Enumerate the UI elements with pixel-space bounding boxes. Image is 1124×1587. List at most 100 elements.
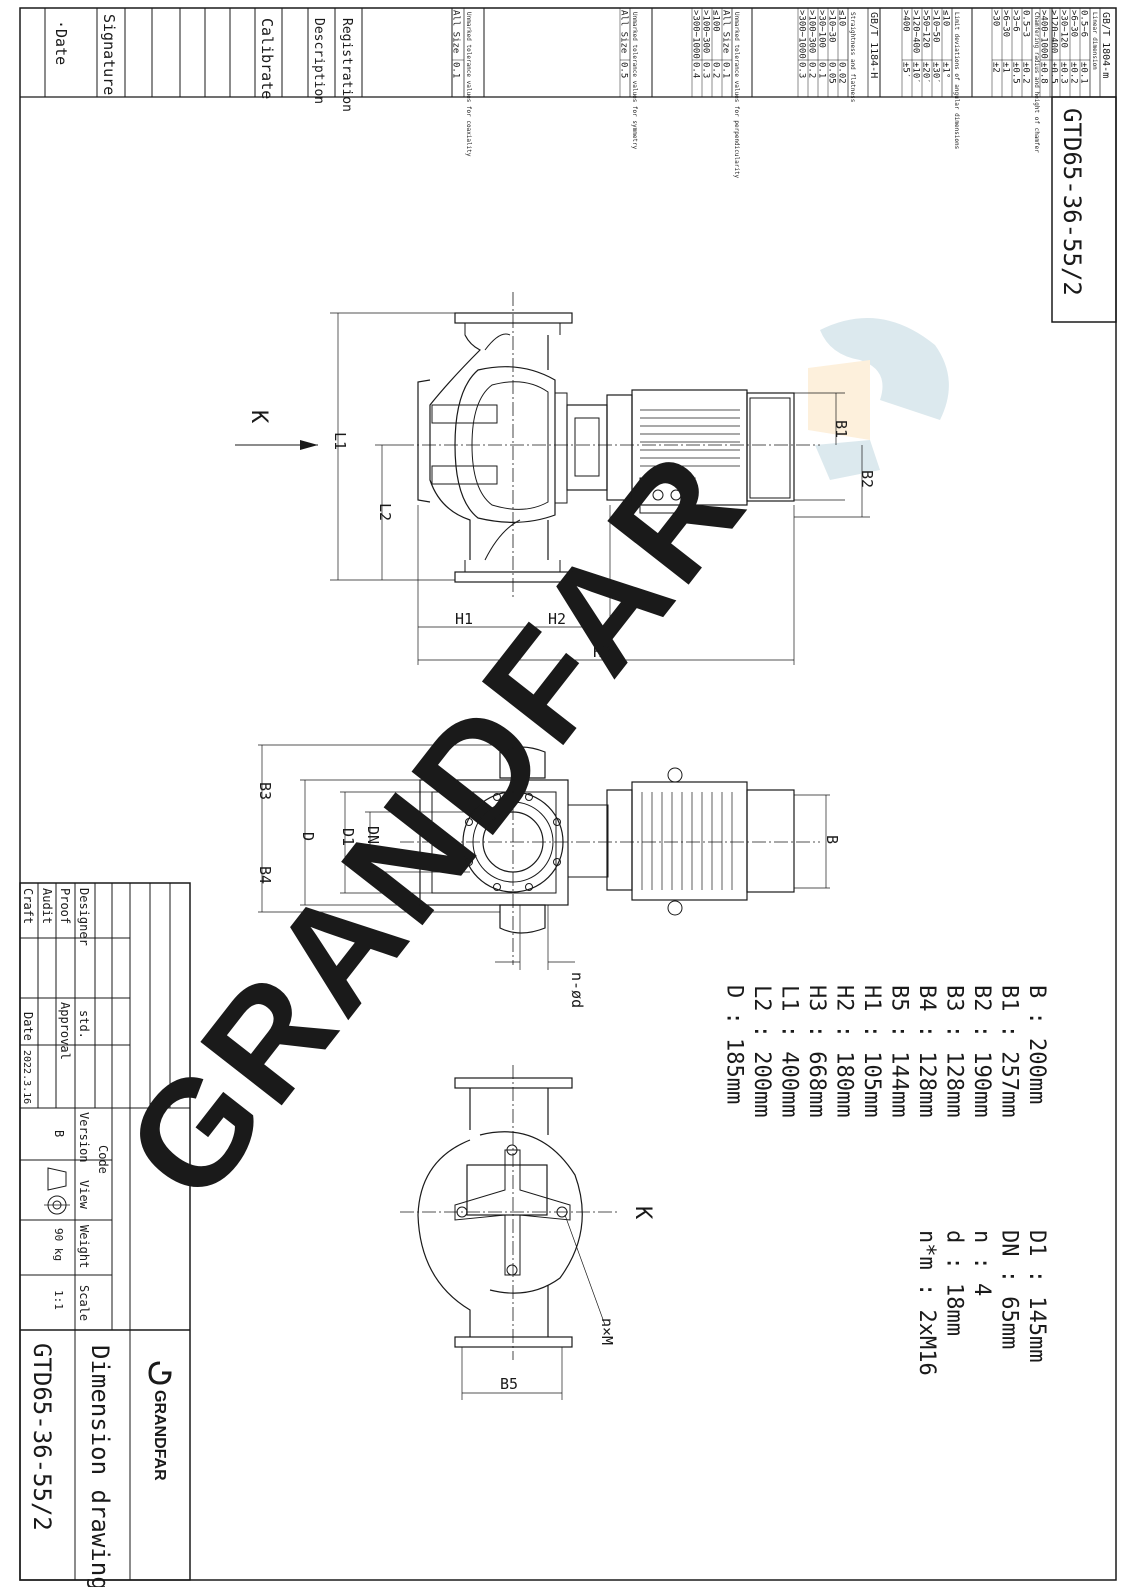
table-value: ±2 bbox=[991, 62, 1001, 73]
tb-version-label: Version bbox=[77, 1112, 91, 1163]
frame bbox=[19, 7, 1117, 1581]
table-range: >100~300 bbox=[701, 10, 711, 53]
dimension-value: B3 : 128mm bbox=[942, 985, 967, 1117]
tb-weight-label: Weight bbox=[77, 1225, 91, 1268]
table-title: Limit deviations of angular dimensions bbox=[953, 12, 960, 150]
dim-H3: H3 bbox=[593, 643, 611, 661]
motor-fins-top bbox=[641, 792, 733, 890]
tb-designer: Designer bbox=[77, 888, 91, 946]
dim-L2: L2 bbox=[376, 503, 394, 521]
table-range: >30 bbox=[991, 10, 1001, 26]
table-value: 0.3 bbox=[701, 62, 711, 78]
dimension-value: B1 : 257mm bbox=[997, 985, 1022, 1117]
dim-D1: D1 bbox=[339, 828, 357, 846]
table-value: ±30′ bbox=[931, 62, 941, 84]
table-title: Linear dimension bbox=[1091, 12, 1098, 70]
dimension-value: B4 : 128mm bbox=[914, 985, 939, 1117]
table-range: >10~50 bbox=[931, 10, 941, 43]
brand-logo: GRANDFAR bbox=[148, 1361, 172, 1481]
label-n-phi-d: n-ød bbox=[568, 972, 586, 1008]
table-range: >100~300 bbox=[807, 10, 817, 53]
table-title: Unmarked tolerance values for perpendicu… bbox=[733, 12, 740, 179]
dimension-value: n*m : 2xM16 bbox=[914, 1230, 939, 1376]
dimension-value: H3 : 668mm bbox=[804, 985, 829, 1117]
tb-date-value: 2022.3.16 bbox=[21, 1050, 32, 1104]
dimension-value: H1 : 105mm bbox=[859, 985, 884, 1117]
k-view: n×M K B5 bbox=[400, 1065, 655, 1400]
table-range: >30~100 bbox=[817, 10, 827, 48]
dim-B: B bbox=[823, 835, 841, 844]
table-range: >120~400 bbox=[1049, 10, 1059, 53]
table-value: ±5′ bbox=[901, 62, 911, 78]
tb-date-label: Date bbox=[21, 1012, 35, 1041]
table-range: ≤10 bbox=[837, 10, 847, 26]
projection-symbol-icon bbox=[44, 1167, 70, 1215]
table-range: >300~1000 bbox=[797, 10, 807, 59]
margin-calibrate: Calibrate bbox=[258, 18, 276, 99]
tb-audit: Audit bbox=[40, 888, 54, 924]
dim-D: D bbox=[299, 832, 317, 841]
table-range: All Size bbox=[721, 10, 731, 53]
left-margin: ·Date Signature Calibrate Description Re… bbox=[44, 8, 453, 112]
table-range: >120~400 bbox=[911, 10, 921, 53]
dimension-value: H2 : 180mm bbox=[832, 985, 857, 1117]
margin-signature: Signature bbox=[100, 14, 118, 95]
top-drawing-code: GTD65-36-55/2 bbox=[1058, 108, 1086, 296]
tb-proof: Proof bbox=[58, 888, 72, 924]
motor-fins-side bbox=[640, 409, 740, 467]
table-value: 0.4 bbox=[691, 62, 701, 78]
tb-scale-value: 1:1 bbox=[52, 1290, 65, 1310]
table-range: ≤100 bbox=[711, 10, 721, 32]
margin-description: Description bbox=[311, 18, 326, 104]
table-title: Straightness and flatness bbox=[849, 12, 856, 103]
table-range: >50~120 bbox=[921, 10, 931, 48]
table-range: >10~30 bbox=[827, 10, 837, 43]
table-standard: GB/T 1184-H bbox=[868, 12, 879, 78]
table-title: Unmarked tolerance values for coaxiality bbox=[465, 12, 472, 157]
label-n-x-m: n×M bbox=[598, 1318, 616, 1345]
dimension-value: L2 : 200mm bbox=[749, 985, 774, 1117]
top-view: B3 B4 D D1 DN B n-ød bbox=[256, 740, 841, 1008]
tb-drawing-title: Dimension drawing bbox=[86, 1345, 114, 1587]
dimension-value: d : 18mm bbox=[942, 1230, 967, 1336]
tb-std: std. bbox=[77, 1010, 91, 1039]
table-value: 0.5 bbox=[619, 62, 629, 78]
table-range: All Size bbox=[451, 10, 461, 53]
dim-B4: B4 bbox=[256, 866, 274, 884]
table-range: 0.5~3 bbox=[1021, 10, 1031, 37]
table-value: 0.02 bbox=[837, 62, 847, 84]
title-block: Designer Proof Audit Craft std. Approval… bbox=[19, 882, 191, 1587]
table-value: 0.2 bbox=[711, 62, 721, 78]
tb-code-label: Code bbox=[96, 1145, 110, 1174]
table-value: ±0.3 bbox=[1059, 62, 1069, 84]
top-title-block: GTD65-36-55/2 bbox=[1051, 96, 1117, 323]
table-value: ±0.2 bbox=[1069, 62, 1079, 84]
brand-name: GRANDFAR bbox=[151, 1390, 168, 1481]
margin-date: ·Date bbox=[52, 20, 70, 65]
table-value: ±0.1 bbox=[1079, 62, 1089, 84]
table-range: >6~30 bbox=[1001, 10, 1011, 37]
table-standard: GB/T 1804-m bbox=[1100, 12, 1111, 78]
tb-view-label: View bbox=[77, 1180, 91, 1210]
dimension-value: D : 185mm bbox=[722, 985, 747, 1104]
table-title: Chamfering radius and height of chamfer bbox=[1033, 12, 1040, 153]
dimension-value: D1 : 145mm bbox=[1024, 1230, 1049, 1362]
tb-model: GTD65-36-55/2 bbox=[28, 1343, 56, 1531]
table-value: ±0.8 bbox=[1039, 62, 1049, 84]
tb-scale-label: Scale bbox=[77, 1285, 91, 1321]
table-value: ±0.2 bbox=[1021, 62, 1031, 84]
table-value: 0.2 bbox=[807, 62, 817, 78]
table-range: >400 bbox=[901, 10, 911, 32]
arrow-k-label: K bbox=[246, 410, 271, 424]
table-range: >300~1000 bbox=[691, 10, 701, 59]
dim-H1: H1 bbox=[455, 610, 473, 628]
table-value: 0.05 bbox=[827, 62, 837, 84]
tb-craft: Craft bbox=[21, 888, 35, 924]
table-value: ±0.5 bbox=[1049, 62, 1059, 84]
table-value: ±0.5 bbox=[1011, 62, 1021, 84]
dim-B5: B5 bbox=[500, 1375, 518, 1393]
dim-H2: H2 bbox=[548, 610, 566, 628]
